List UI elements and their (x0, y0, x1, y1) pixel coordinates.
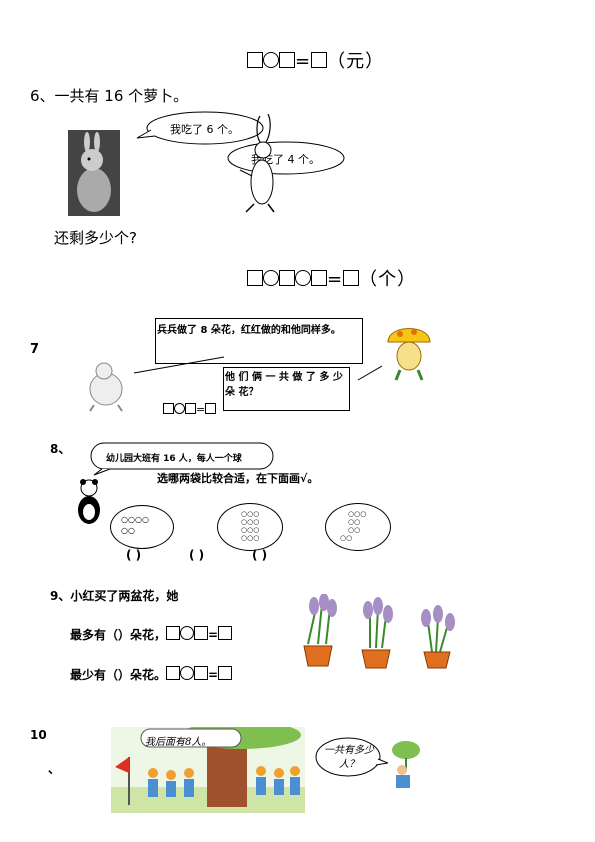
q9-line1: 最多有（）朵花，= (70, 626, 233, 643)
q8-number: 8、 (50, 442, 71, 456)
answer-box[interactable] (247, 52, 263, 68)
answer-box[interactable] (279, 270, 295, 286)
bag2-row: ○○○ (241, 510, 260, 518)
q9-line2-text: 最少有（）朵花。 (70, 668, 167, 682)
bag2-row: ○○○ (241, 534, 260, 542)
answer-box[interactable] (163, 403, 174, 414)
ball-bag-2[interactable]: ○○○ ○○○ ○○○ ○○○ (217, 503, 283, 551)
bag3-row: ○○ (348, 526, 361, 534)
rabbit-white-image (239, 113, 275, 213)
answer-box[interactable] (166, 666, 181, 680)
answer-box[interactable] (218, 626, 233, 640)
q7-text-2: 他 们 俩 一 共 做 了 多 少 朵 花？ (225, 372, 343, 398)
bag3-row: ○○ (340, 534, 353, 542)
q10-bubble-text: 一共有多少人？ (324, 745, 374, 770)
answer-box[interactable] (166, 626, 181, 640)
child-with-plant-image (392, 741, 420, 788)
equation-q6: =（个） (247, 265, 416, 291)
q10-number: 10 (30, 728, 47, 742)
queue-picture: 我后面有8人。 (111, 727, 305, 813)
answer-box[interactable] (343, 270, 360, 286)
ball-bag-1[interactable]: ○○○○ ○○ (110, 505, 174, 549)
q6-question: 还剩多少个? (54, 229, 137, 247)
answer-paren-3[interactable]: ( ) (252, 548, 268, 562)
answer-box[interactable] (205, 403, 217, 414)
ball-bag-3[interactable]: ○○○ ○○ ○○ ○○ (325, 503, 391, 551)
speech-bubble-1 (136, 111, 264, 145)
operator-circle[interactable] (295, 270, 311, 286)
q6-title: 6、一共有 16 个萝卜。 (30, 87, 189, 105)
q7-pointer-line (133, 356, 225, 374)
q10-suffix: 、 (48, 762, 61, 776)
answer-box[interactable] (218, 666, 233, 680)
q8-speech-bubble (90, 442, 274, 476)
q8-instruction: 选哪两袋比较合适，在下面画√。 (157, 472, 319, 485)
q7-pointer-line-right (357, 365, 383, 381)
unit-label: （个） (359, 269, 417, 290)
operator-circle[interactable] (263, 52, 279, 68)
answer-box[interactable] (311, 270, 327, 286)
answer-paren-1[interactable]: ( ) (126, 548, 142, 562)
q9-line1-text: 最多有（）朵花， (70, 628, 167, 642)
answer-box[interactable] (185, 403, 196, 414)
bag2-row: ○○○ (241, 518, 260, 526)
answer-paren-2[interactable]: ( ) (189, 548, 205, 562)
q7-number: 7 (30, 342, 40, 357)
equation-q7: = (163, 403, 217, 416)
bag1-row: ○○ (121, 526, 135, 535)
bag1-row: ○○○○ (121, 515, 149, 524)
robot-image (89, 362, 123, 412)
answer-box[interactable] (279, 52, 295, 68)
operator-circle[interactable] (174, 403, 185, 414)
bag2-row: ○○○ (241, 526, 260, 534)
bubble1-text: 我吃了 6 个。 (170, 123, 239, 136)
panda-image (78, 479, 100, 524)
unit-label: （元） (327, 51, 385, 72)
q7-textbox-1 (155, 318, 363, 364)
answer-box[interactable] (194, 666, 209, 680)
operator-circle[interactable] (180, 666, 195, 680)
q10-speech-bubble (315, 737, 388, 777)
mushroom-character-image (387, 328, 431, 381)
flower-pots-image (303, 594, 455, 669)
operator-circle[interactable] (263, 270, 279, 286)
operator-circle[interactable] (180, 626, 195, 640)
bag3-row: ○○○ (348, 510, 367, 518)
q7-text-1: 兵兵做了 8 朵花，红红做的和他同样多。 (157, 325, 341, 336)
rabbit-mother-image (68, 130, 120, 216)
answer-box[interactable] (247, 270, 263, 286)
answer-box[interactable] (194, 626, 209, 640)
bag3-row: ○○ (348, 518, 361, 526)
q9-line2: 最少有（）朵花。= (70, 666, 233, 683)
q7-textbox-2 (223, 367, 350, 411)
queue-sign-text: 我后面有8人。 (145, 737, 212, 748)
equation-top: =（元） (247, 47, 384, 73)
q9-title: 9、小红买了两盆花，她 (50, 589, 179, 603)
q8-bubble-text: 幼儿园大班有 16 人，每人一个球 (106, 454, 242, 464)
answer-box[interactable] (311, 52, 328, 68)
